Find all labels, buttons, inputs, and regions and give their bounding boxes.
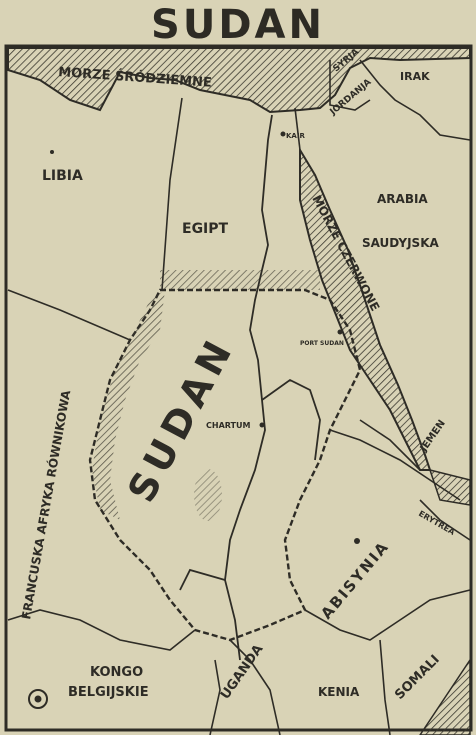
egypt-sudan-border-hatch bbox=[160, 270, 320, 290]
label-belgijskie: BELGIJSKIE bbox=[68, 685, 149, 700]
emblem-dot bbox=[34, 695, 42, 703]
label-abisynia: ABISYNIA bbox=[317, 537, 393, 622]
map-title: SUDAN bbox=[151, 2, 325, 48]
kair-dot bbox=[280, 131, 286, 137]
port-sudan-dot bbox=[337, 329, 343, 335]
label-kongo: KONGO bbox=[90, 665, 143, 680]
red-sea bbox=[299, 146, 432, 471]
mediterranean-sea bbox=[7, 47, 471, 114]
label-saudyjska: SAUDYJSKA bbox=[362, 236, 439, 250]
label-irak: IRAK bbox=[400, 70, 430, 83]
label-egipt: EGIPT bbox=[182, 221, 229, 237]
indian-ocean bbox=[419, 657, 471, 735]
map-frame bbox=[4, 44, 473, 732]
sudan-border-hatch-west bbox=[92, 290, 165, 520]
country-borders bbox=[7, 59, 471, 735]
nile-river bbox=[179, 114, 321, 661]
label-arabia: ARABIA bbox=[377, 192, 428, 206]
emblem-icon bbox=[28, 689, 48, 709]
sudd-swamp bbox=[194, 469, 222, 521]
label-kenia: KENIA bbox=[318, 685, 360, 699]
label-jemen: JEMEN bbox=[418, 418, 448, 454]
gulf-of-aden bbox=[428, 468, 471, 506]
label-kair: KAIR bbox=[286, 132, 305, 140]
label-somali: SOMALI bbox=[392, 652, 443, 703]
label-libia: LIBIA bbox=[42, 168, 83, 184]
label-port-sudan: PORT SUDAN bbox=[300, 340, 344, 347]
libia-dot bbox=[50, 150, 54, 154]
label-francuska-afryka: FRANCUSKA AFRYKA RÓWNIKOWA bbox=[18, 388, 73, 620]
label-chartum: CHARTUM bbox=[206, 421, 251, 430]
chartum-dot bbox=[259, 422, 265, 428]
label-erytrea: ERYTREA bbox=[417, 509, 457, 537]
addis-ababa-dot bbox=[354, 538, 360, 544]
